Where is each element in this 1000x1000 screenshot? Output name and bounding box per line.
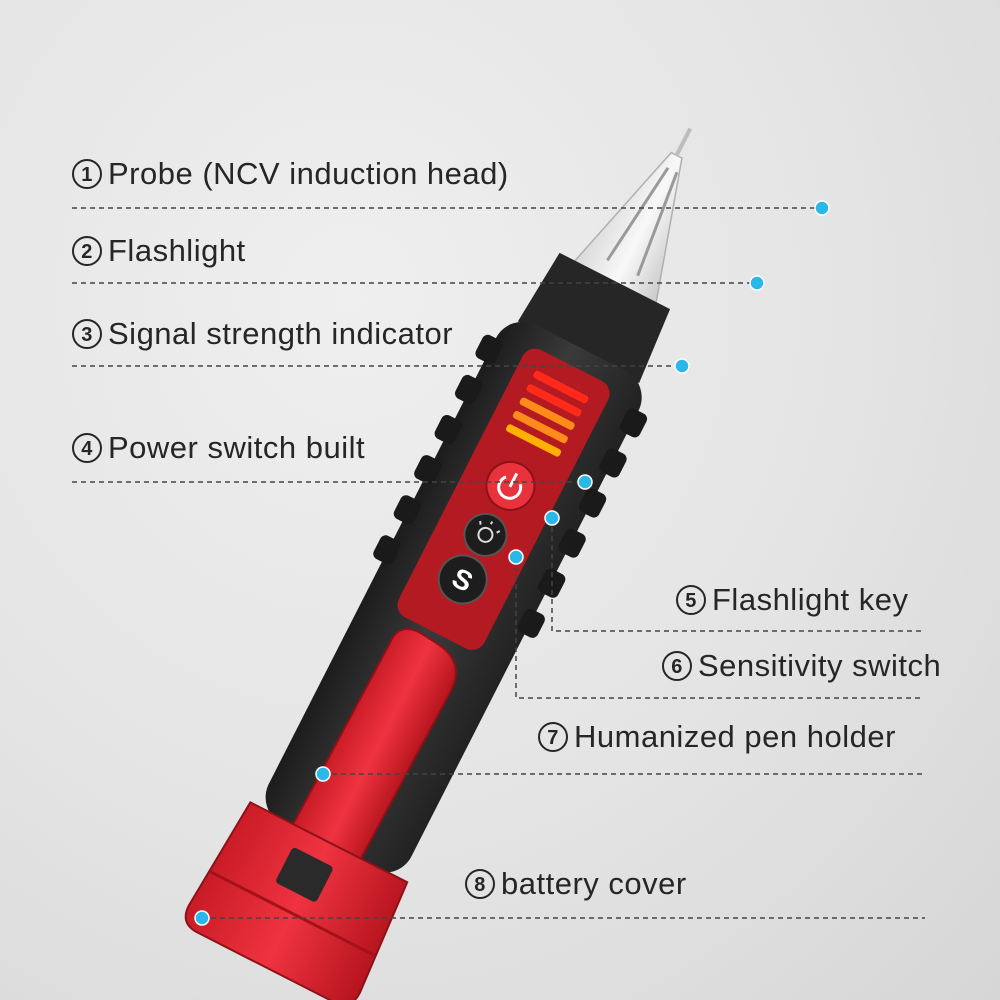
- callout-dot-1: [814, 200, 830, 216]
- head-collar: [517, 252, 671, 384]
- label-7-text: Humanized pen holder: [574, 719, 896, 754]
- label-4-text: Power switch built: [108, 430, 366, 465]
- leader-lines: [72, 207, 925, 919]
- signal-indicator-leds: [506, 370, 589, 457]
- label-5-number: 5: [676, 585, 706, 615]
- label-2-text: Flashlight: [108, 233, 246, 268]
- label-6-text: Sensitivity switch: [698, 648, 942, 683]
- label-3-text: Signal strength indicator: [108, 316, 454, 351]
- leader-line-6: [515, 557, 922, 699]
- label-2-number: 2: [72, 236, 102, 266]
- label-1-number: 1: [72, 159, 102, 189]
- sensitivity-button: S: [437, 554, 488, 605]
- label-8-number: 8: [465, 869, 495, 899]
- label-4-number: 4: [72, 433, 102, 463]
- voltage-tester: S: [184, 127, 692, 1000]
- callout-dot-4: [577, 474, 593, 490]
- callout-dot-2: [749, 275, 765, 291]
- label-1-text: Probe (NCV induction head): [108, 156, 509, 191]
- label-7-number: 7: [538, 722, 568, 752]
- callout-dot-5: [544, 510, 560, 526]
- flashlight-button: [463, 512, 508, 557]
- pen-clip: [291, 628, 457, 860]
- callout-dots: [194, 200, 830, 926]
- battery-cover: [184, 801, 409, 1000]
- callout-dot-3: [674, 358, 690, 374]
- callout-dot-6: [508, 549, 524, 565]
- label-3-number: 3: [72, 319, 102, 349]
- power-button: [485, 460, 536, 511]
- label-6-number: 6: [662, 651, 692, 681]
- label-8-text: battery cover: [501, 866, 687, 901]
- leader-line-5: [551, 518, 922, 632]
- callout-dot-7: [315, 766, 331, 782]
- callout-dot-8: [194, 910, 210, 926]
- grip-ribs: [373, 334, 648, 638]
- label-5-text: Flashlight key: [712, 582, 909, 617]
